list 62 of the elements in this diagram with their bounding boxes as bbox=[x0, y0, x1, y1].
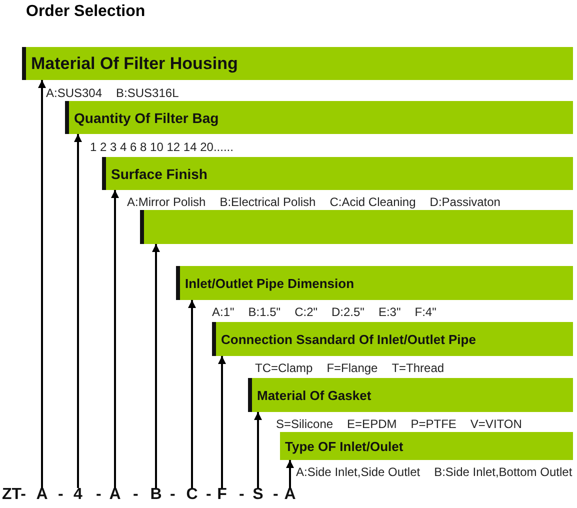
category-band bbox=[280, 432, 573, 460]
code-letter: A bbox=[109, 486, 121, 504]
category-band bbox=[22, 47, 573, 80]
band-heading: Quantity Of Filter Bag bbox=[74, 110, 219, 126]
arrow bbox=[74, 134, 82, 488]
band-heading: Material Of Filter Housing bbox=[31, 54, 238, 74]
option-text: F:4" bbox=[414, 305, 436, 319]
category-band bbox=[65, 101, 573, 134]
code-separator: - bbox=[170, 486, 176, 504]
option-text: A:SUS304 bbox=[46, 86, 102, 100]
title: Order Selection bbox=[26, 3, 146, 21]
option-text: D:2.5" bbox=[332, 305, 364, 319]
option-text: TC=Clamp bbox=[255, 361, 313, 375]
option-text: 1 2 3 4 6 8 10 12 14 20...... bbox=[90, 140, 234, 154]
option-text: A:Mirror Polish bbox=[127, 195, 206, 209]
option-text: B:SUS316L bbox=[116, 86, 179, 100]
code-separator: - bbox=[133, 486, 138, 504]
band-heading: Connection Ssandard Of Inlet/Outlet Pipe bbox=[221, 332, 476, 346]
code-separator: - bbox=[239, 486, 244, 504]
code-separator: - bbox=[273, 486, 278, 504]
code-letter: B bbox=[150, 486, 162, 504]
option-text: B:Electrical Polish bbox=[220, 195, 316, 209]
code-separator: ZT- bbox=[2, 486, 26, 504]
option-text: V=VITON bbox=[470, 417, 522, 431]
arrow bbox=[188, 300, 196, 488]
code-letter: S bbox=[252, 486, 264, 504]
code-letter: A bbox=[284, 486, 296, 504]
option-text: T=Thread bbox=[392, 361, 444, 375]
code-letter: A bbox=[36, 486, 48, 504]
arrow bbox=[152, 244, 160, 488]
option-text: D:Passivaton bbox=[430, 195, 500, 209]
band-heading: Material Of Gasket bbox=[257, 388, 372, 402]
option-text: B:1.5" bbox=[248, 305, 281, 319]
arrow bbox=[38, 80, 46, 488]
option-text: C:2" bbox=[294, 305, 318, 319]
option-text: A:Side Inlet,Side Outlet bbox=[296, 465, 420, 479]
arrow bbox=[286, 460, 294, 488]
code-separator: - bbox=[206, 486, 212, 504]
option-text: E:3" bbox=[378, 305, 401, 319]
band-heading: Surface Finish bbox=[111, 166, 208, 182]
arrow bbox=[254, 412, 262, 488]
code-letter: F bbox=[217, 486, 227, 504]
band-heading: Type OF Inlet/Oulet bbox=[285, 438, 404, 454]
empty-band bbox=[140, 210, 573, 244]
arrow bbox=[111, 190, 119, 488]
band-heading: Inlet/Outlet Pipe Dimension bbox=[185, 276, 354, 290]
option-text: S=Silicone bbox=[276, 417, 334, 431]
code-separator: - bbox=[58, 486, 64, 504]
arrow bbox=[218, 356, 226, 488]
option-text: E=EPDM bbox=[347, 417, 397, 431]
code-separator: - bbox=[96, 486, 102, 504]
category-band bbox=[102, 157, 573, 190]
option-text: F=Flange bbox=[326, 361, 378, 375]
category-band bbox=[176, 266, 573, 300]
option-text: C:Acid Cleaning bbox=[330, 195, 416, 209]
category-band bbox=[212, 322, 573, 356]
option-text: B:Side Inlet,Bottom Outlet bbox=[434, 465, 572, 479]
code-letter: C bbox=[186, 486, 198, 504]
option-text: P=PTFE bbox=[410, 417, 456, 431]
option-text: A:1" bbox=[212, 305, 234, 319]
code-letter: 4 bbox=[74, 486, 82, 504]
category-band bbox=[248, 378, 573, 412]
